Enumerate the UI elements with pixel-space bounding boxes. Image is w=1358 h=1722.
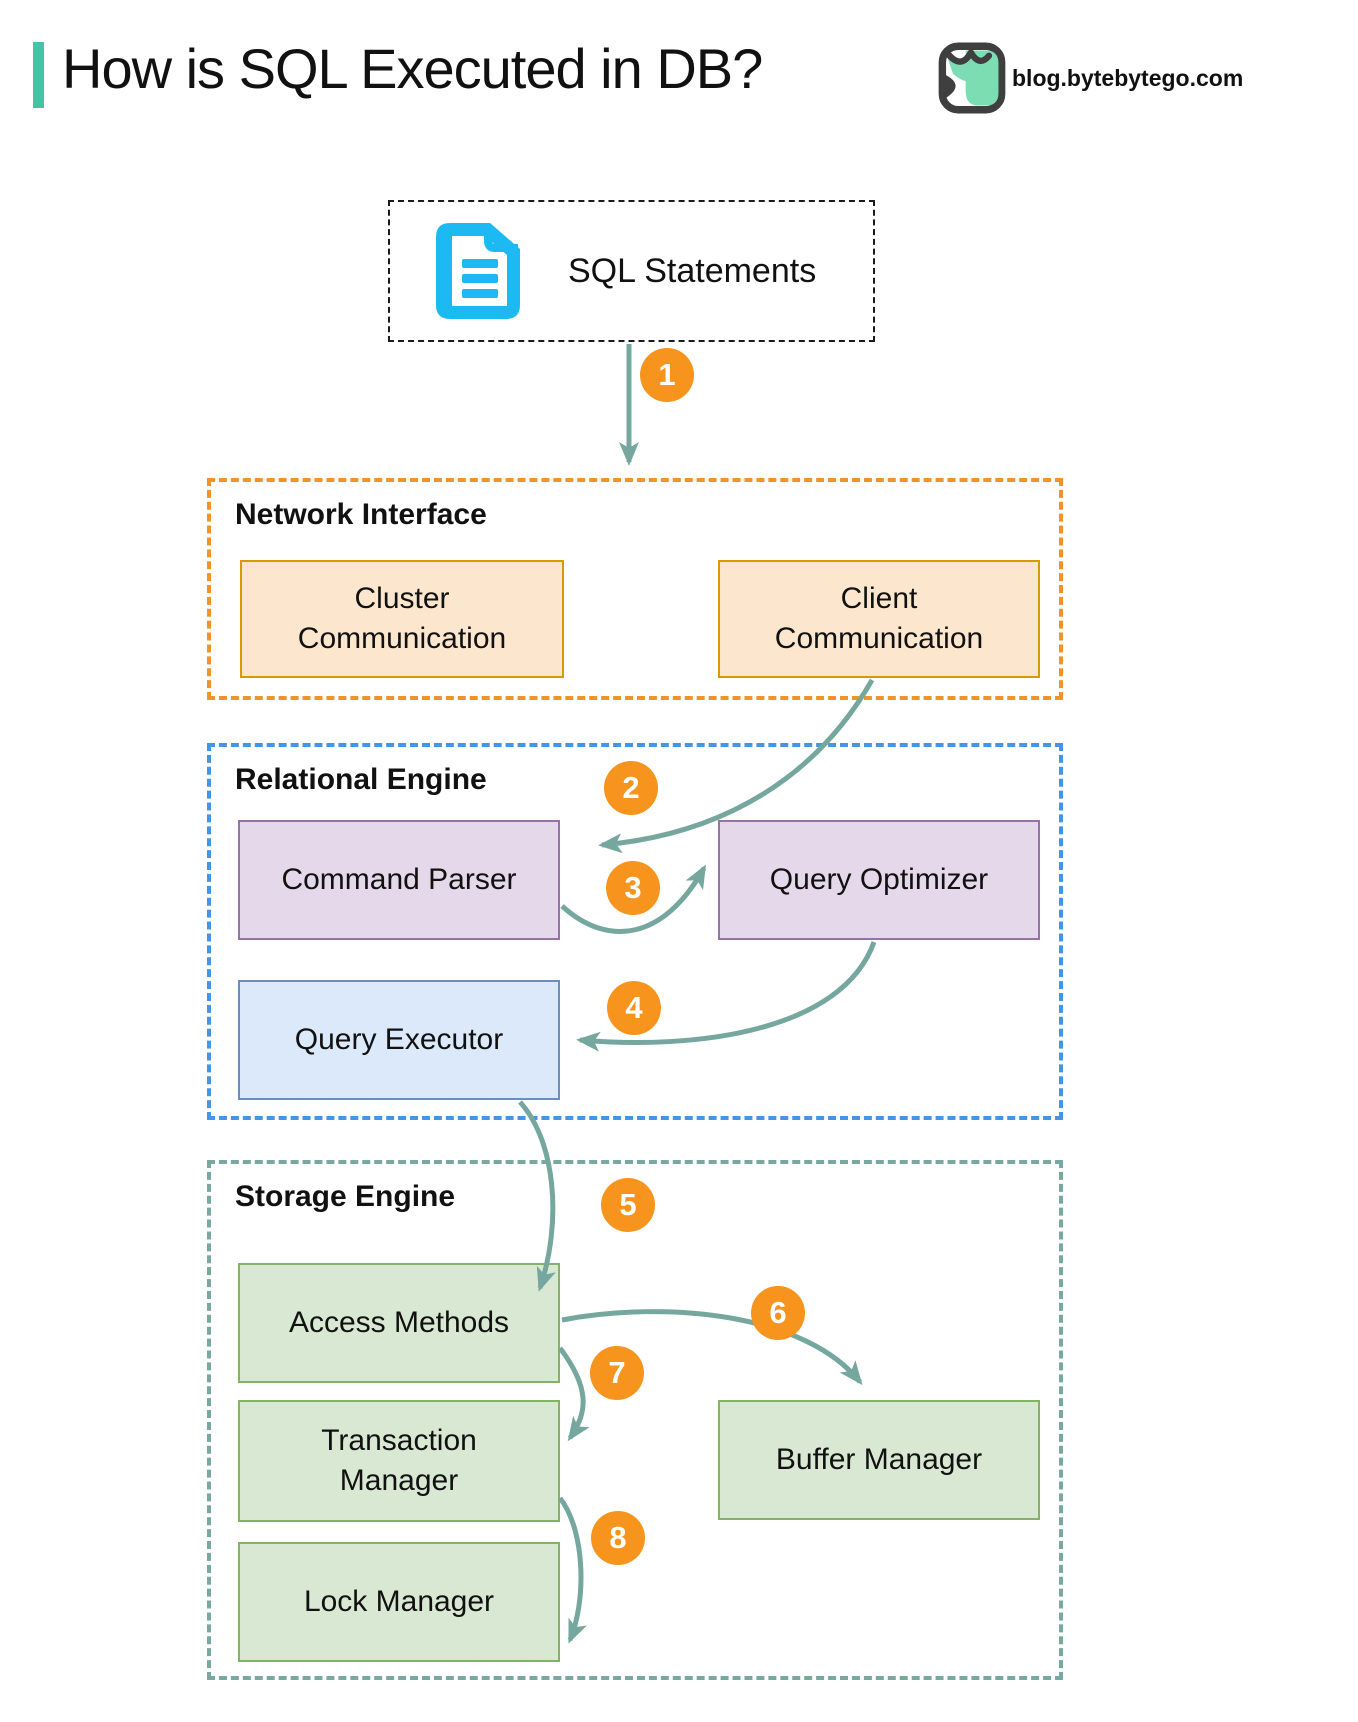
bytebytego-logo-icon	[938, 42, 1006, 114]
section-label-storage-engine: Storage Engine	[235, 1180, 456, 1213]
title-accent-bar	[33, 42, 44, 108]
step-badge-6: 6	[751, 1286, 805, 1340]
section-label-network-interface: Network Interface	[235, 498, 487, 531]
sql-statements-label: SQL Statements	[568, 251, 817, 290]
node-buffer-manager: Buffer Manager	[718, 1400, 1040, 1520]
step-badge-1: 1	[640, 348, 694, 402]
node-query-executor: Query Executor	[238, 980, 560, 1100]
step-badge-3: 3	[606, 861, 660, 915]
step-badge-4: 4	[607, 981, 661, 1035]
step-badge-7: 7	[590, 1346, 644, 1400]
node-command-parser: Command Parser	[238, 820, 560, 940]
node-transaction-manager: Transaction Manager	[238, 1400, 560, 1522]
node-cluster-communication: Cluster Communication	[240, 560, 564, 678]
brand: blog.bytebytego.com	[938, 42, 1243, 114]
node-query-optimizer: Query Optimizer	[718, 820, 1040, 940]
step-badge-5: 5	[601, 1178, 655, 1232]
section-storage-engine: Storage Engine	[207, 1160, 1063, 1680]
node-lock-manager: Lock Manager	[238, 1542, 560, 1662]
sql-statements-box: SQL Statements	[388, 200, 875, 342]
node-access-methods: Access Methods	[238, 1263, 560, 1383]
step-badge-2: 2	[604, 761, 658, 815]
step-badge-8: 8	[591, 1511, 645, 1565]
page-title: How is SQL Executed in DB?	[62, 37, 763, 100]
node-client-communication: Client Communication	[718, 560, 1040, 678]
section-label-relational-engine: Relational Engine	[235, 763, 487, 796]
document-icon	[436, 223, 520, 319]
brand-url: blog.bytebytego.com	[1012, 64, 1244, 91]
